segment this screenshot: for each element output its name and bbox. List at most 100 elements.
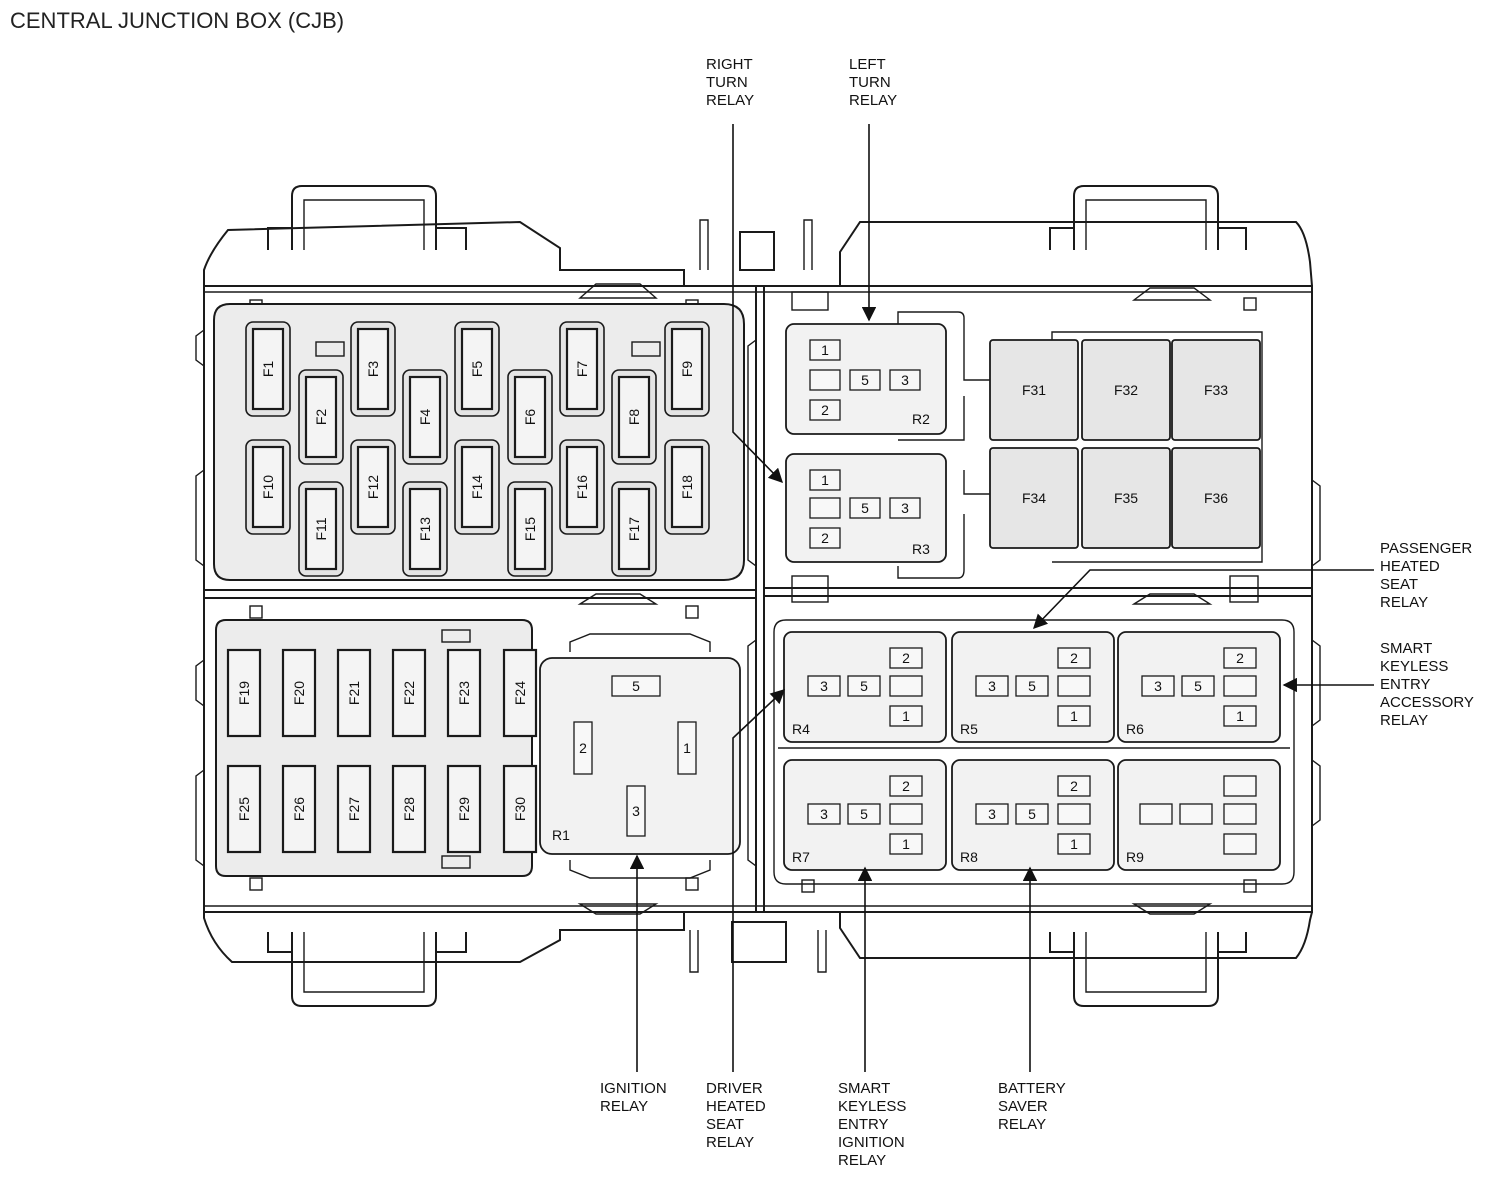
callout-driver-heated-seat-relay: DRIVER HEATED SEAT RELAY [706,689,786,1151]
svg-text:HEATED: HEATED [706,1098,766,1115]
r1-terminal-3: 3 [632,803,640,819]
fuse-f24: F24 [502,648,538,738]
svg-text:DRIVER: DRIVER [706,1080,763,1097]
r3-label: R3 [912,541,930,557]
svg-text:RELAY: RELAY [838,1152,886,1169]
fuse-f18: F18 [664,439,710,535]
r8-terminal-3: 3 [988,806,996,822]
r8-label: R8 [960,849,978,865]
svg-text:TURN: TURN [849,74,891,91]
r8-terminal-2: 2 [1070,778,1078,794]
fuse-label-f10: F10 [260,475,276,499]
fuse-f3: F3 [350,321,396,417]
r7-label: R7 [792,849,810,865]
callout-smart-keyless-entry-ignition-relay: SMART KEYLESS ENTRY IGNITION RELAY [838,866,906,1169]
r8-terminal-5: 5 [1028,806,1036,822]
fuse-f9: F9 [664,321,710,417]
fuse-label-f33: F33 [1204,382,1228,398]
svg-text:SMART: SMART [838,1080,890,1097]
svg-text:SEAT: SEAT [706,1116,744,1133]
fuse-f21: F21 [336,648,372,738]
fuse-f10: F10 [245,439,291,535]
svg-text:RELAY: RELAY [1380,712,1428,729]
fuse-label-f11: F11 [313,517,329,540]
cjb-housing [195,185,1321,1007]
fuse-f1: F1 [245,321,291,417]
fuse-label-f8: F8 [626,409,642,426]
svg-text:ENTRY: ENTRY [838,1116,889,1133]
r1-terminal-5: 5 [632,678,640,694]
r3-terminal-2: 2 [821,530,829,546]
svg-text:HEATED: HEATED [1380,558,1440,575]
r4-terminal-5: 5 [860,678,868,694]
fuse-f19: F19 [226,648,262,738]
svg-text:SEAT: SEAT [1380,576,1418,593]
fuse-label-f16: F16 [574,475,590,499]
fuse-f34: F34 [989,447,1079,549]
fuse-label-f25: F25 [236,797,252,821]
svg-text:BATTERY: BATTERY [998,1080,1066,1097]
fuse-label-f26: F26 [291,797,307,821]
svg-text:LEFT: LEFT [849,56,886,73]
fuse-label-f36: F36 [1204,490,1228,506]
callout-battery-saver-relay: BATTERY SAVER RELAY [998,866,1066,1133]
callout-right-turn-relay: RIGHT TURN RELAY [706,56,784,484]
r6-label: R6 [1126,721,1144,737]
svg-text:RELAY: RELAY [706,92,754,109]
fuse-f32: F32 [1081,339,1171,441]
relay-r9: R9 [1117,759,1281,871]
fuse-f4: F4 [402,369,448,465]
svg-text:PASSENGER: PASSENGER [1380,540,1472,557]
svg-text:RELAY: RELAY [1380,594,1428,611]
fuse-label-f20: F20 [291,681,307,705]
fuse-label-f27: F27 [346,797,362,821]
r7-terminal-3: 3 [820,806,828,822]
r9-label: R9 [1126,849,1144,865]
fuse-f27: F27 [336,764,372,854]
fuse-label-f21: F21 [346,681,362,705]
fuse-f35: F35 [1081,447,1171,549]
fuse-f13: F13 [402,481,448,577]
r6-terminal-3: 3 [1154,678,1162,694]
fuse-f33: F33 [1171,339,1261,441]
r6-terminal-5: 5 [1194,678,1202,694]
fuse-f15: F15 [507,481,553,577]
svg-text:RELAY: RELAY [600,1098,648,1115]
fuse-label-f6: F6 [522,409,538,426]
fuse-label-f1: F1 [260,361,276,378]
fuse-label-f22: F22 [401,681,417,705]
fuse-f11: F11 [298,481,344,577]
fuse-label-f24: F24 [512,681,528,705]
fuse-f30: F30 [502,764,538,854]
fuse-label-f12: F12 [365,475,381,499]
callout-left-turn-relay: LEFT TURN RELAY [849,56,897,322]
r3-terminal-1: 1 [821,472,829,488]
r4-terminal-3: 3 [820,678,828,694]
callout-smart-keyless-entry-accessory-relay: SMART KEYLESS ENTRY ACCESSORY RELAY [1282,640,1474,729]
fuse-f6: F6 [507,369,553,465]
fuse-f23: F23 [446,648,482,738]
relay-r1: 5 2 1 3 R1 [539,633,741,879]
fuse-f7: F7 [559,321,605,417]
r5-terminal-2: 2 [1070,650,1078,666]
fuse-label-f4: F4 [417,409,433,426]
r7-terminal-2: 2 [902,778,910,794]
fuse-label-f30: F30 [512,797,528,821]
callout-passenger-heated-seat-relay: PASSENGER HEATED SEAT RELAY [1032,540,1472,630]
r7-terminal-1: 1 [902,836,910,852]
fuse-label-f7: F7 [574,361,590,378]
svg-text:RELAY: RELAY [706,1134,754,1151]
r6-terminal-2: 2 [1236,650,1244,666]
relay-r2: 1 5 3 2 R2 [785,323,947,435]
r1-terminal-2: 2 [579,740,587,756]
fuse-label-f31: F31 [1022,382,1046,398]
fuse-f20: F20 [281,648,317,738]
svg-text:IGNITION: IGNITION [600,1080,667,1097]
